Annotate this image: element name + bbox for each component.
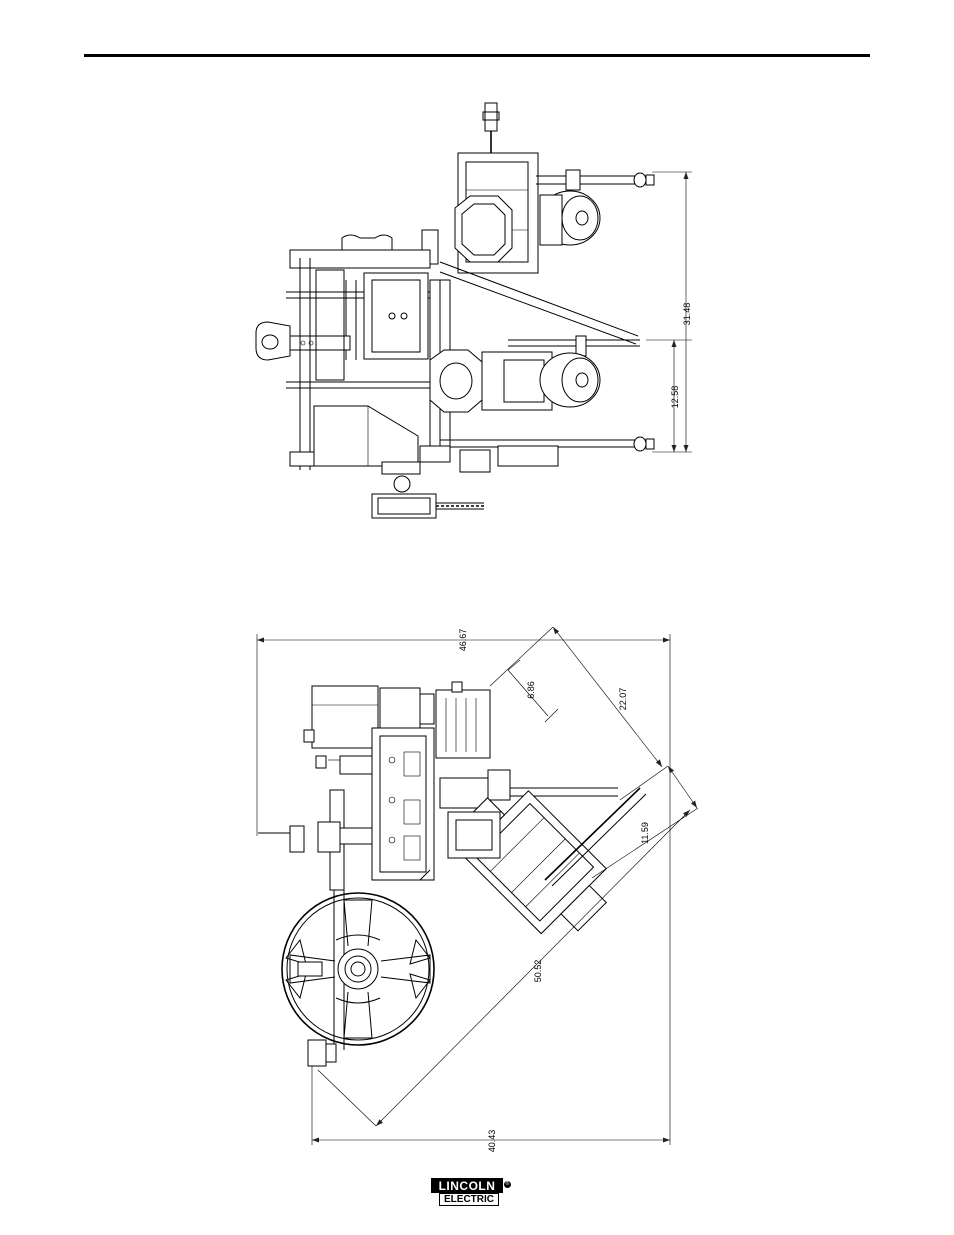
registered-mark: ® — [504, 1181, 511, 1188]
dim-overall-height: 31.48 — [682, 303, 692, 326]
dim-diagonal-length: 50.52 — [533, 960, 543, 983]
dim-lower-height: 12.58 — [670, 386, 680, 409]
dim-base-width: 40.43 — [487, 1130, 497, 1153]
dim-angled-length: 22.07 — [618, 688, 628, 711]
top-view-machine — [256, 103, 654, 518]
bottom-view-machine — [258, 682, 646, 1066]
logo-line-1: LINCOLN — [431, 1178, 503, 1193]
lincoln-electric-logo: LINCOLN ELECTRIC ® — [431, 1178, 511, 1208]
dim-overall-width: 46.67 — [458, 629, 468, 652]
logo-line-2: ELECTRIC — [439, 1193, 499, 1206]
dim-offset-short: 6.86 — [526, 681, 536, 699]
dim-angled-width: 11.59 — [640, 822, 650, 844]
